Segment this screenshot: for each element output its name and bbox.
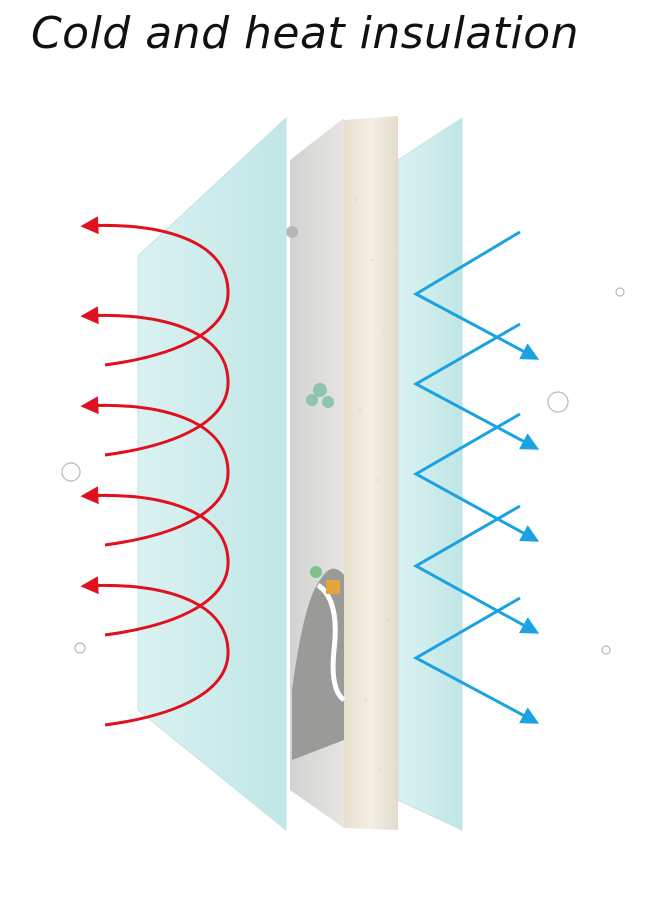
- bubble: [615, 287, 625, 297]
- front-glass-panel: [137, 116, 287, 832]
- heat-arrows: [80, 216, 230, 727]
- foam-core-layer: [344, 116, 398, 830]
- print-pattern: [286, 226, 346, 760]
- heat-arrow: [80, 576, 230, 727]
- bubble: [547, 391, 569, 413]
- bubble: [61, 462, 81, 482]
- bubble: [74, 642, 86, 654]
- cold-arrow: [412, 596, 540, 724]
- cold-arrow: [412, 412, 540, 542]
- decorative-bubbles: [61, 287, 625, 655]
- foam-texture: [350, 198, 390, 772]
- heat-arrow: [80, 216, 230, 367]
- cold-arrows: [412, 230, 540, 724]
- heat-arrow: [80, 486, 230, 637]
- cold-arrow: [412, 504, 540, 634]
- bubble: [601, 645, 611, 655]
- diagram-title: Cold and heat insulation: [30, 8, 580, 59]
- back-glass-panel: [397, 117, 463, 831]
- heat-arrow: [80, 306, 230, 457]
- heat-arrow: [80, 396, 230, 547]
